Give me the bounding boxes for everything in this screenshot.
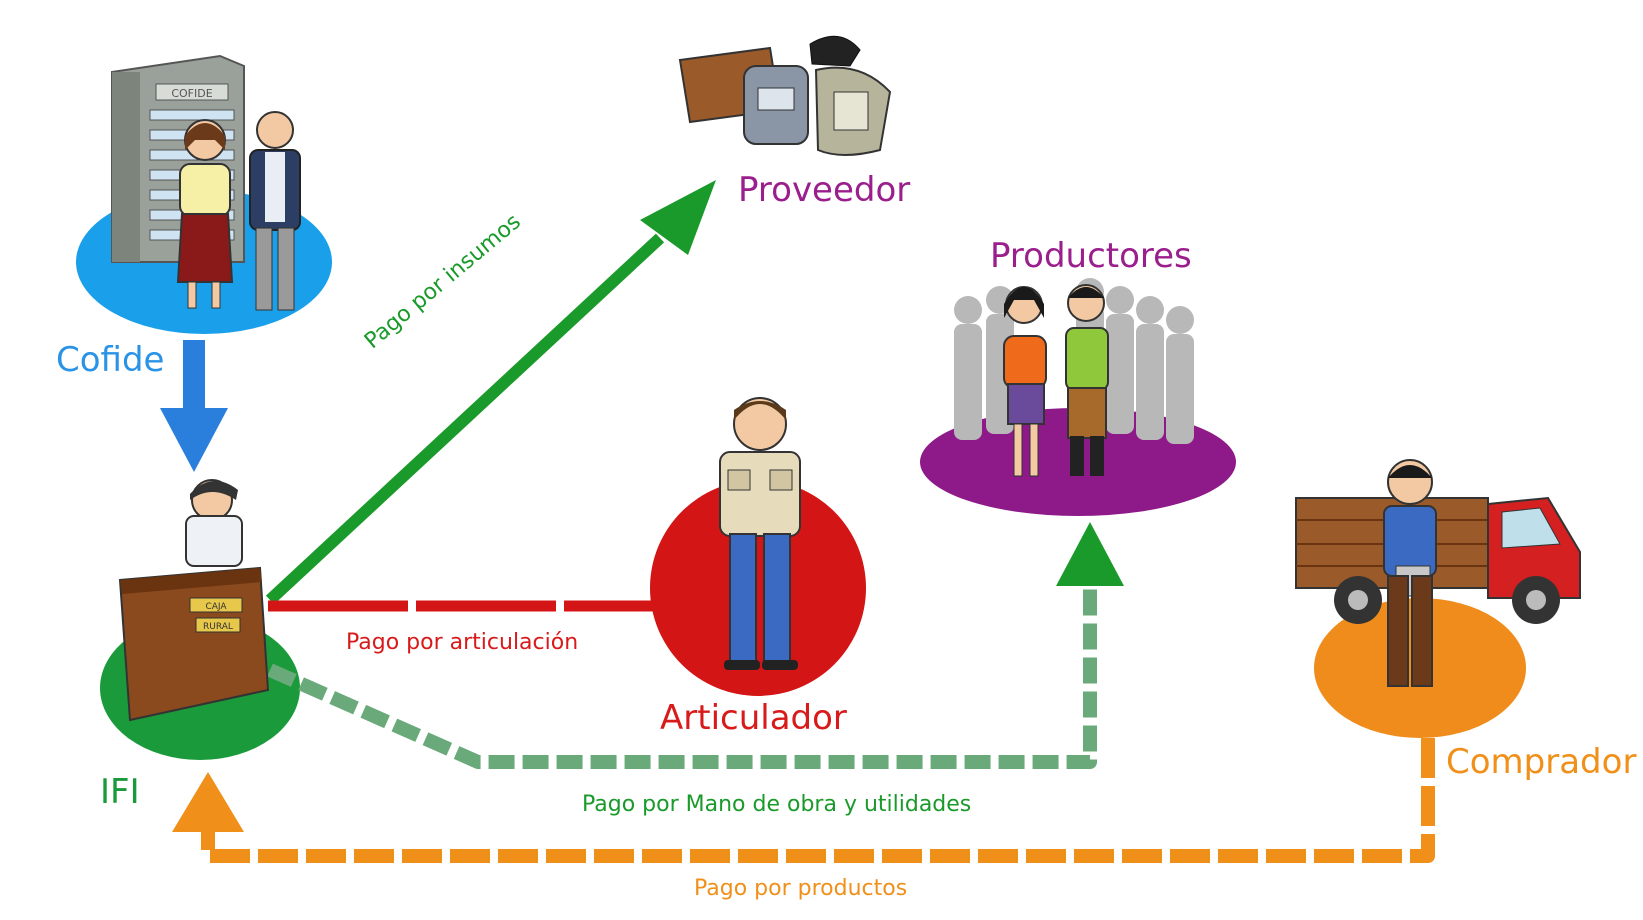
pago-mano-obra-arrow xyxy=(267,522,1124,769)
cofide-man-figure xyxy=(249,111,301,311)
ifi-label: IFI xyxy=(100,772,140,812)
building-sign: COFIDE xyxy=(171,87,212,100)
pago-articulacion-label: Pago por articulación xyxy=(346,630,579,655)
articulador-platform xyxy=(650,480,866,696)
cofide-to-ifi-arrow xyxy=(160,340,228,472)
pago-productos-arrow xyxy=(172,738,1435,863)
comprador-man-figure xyxy=(1383,459,1437,687)
productores-label: Productores xyxy=(990,236,1192,276)
pago-productos-label: Pago por productos xyxy=(694,876,908,901)
cofide-label: Cofide xyxy=(56,340,165,380)
productores-group xyxy=(954,278,1194,477)
proveedor-label: Proveedor xyxy=(738,170,911,210)
caja-sign-line1: CAJA xyxy=(205,602,227,612)
cofide-woman-figure xyxy=(176,119,234,309)
caja-sign-line2: RURAL xyxy=(203,622,233,632)
pago-insumos-arrow xyxy=(265,180,716,605)
articulador-label: Articulador xyxy=(660,698,847,738)
comprador-label: Comprador xyxy=(1446,742,1637,782)
articulador-figure xyxy=(719,397,801,670)
ifi-clerk-figure xyxy=(185,479,243,567)
caja-rural-desk: CAJA RURAL xyxy=(118,566,270,722)
proveedor-supplies xyxy=(678,35,892,156)
pago-mano-obra-label: Pago por Mano de obra y utilidades xyxy=(582,792,972,817)
